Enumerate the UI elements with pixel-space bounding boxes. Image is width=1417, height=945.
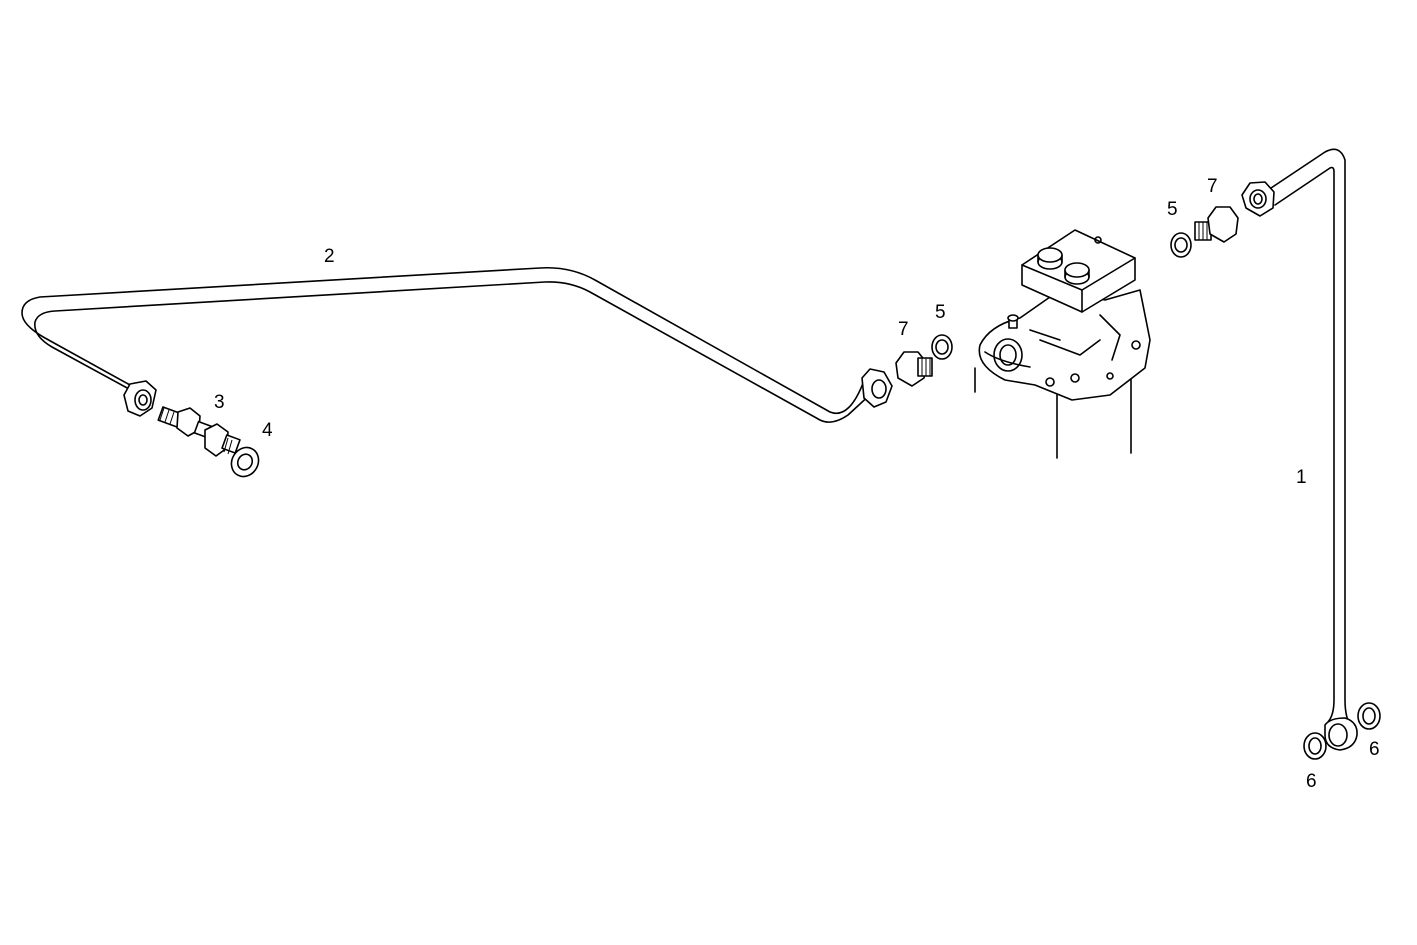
pipe-2-right-nut — [861, 368, 893, 408]
callout-washer-4: 4 — [262, 420, 273, 441]
callout-fitting-3: 3 — [214, 392, 225, 413]
fitting-3 — [157, 406, 241, 457]
washer-4 — [230, 446, 260, 478]
pipe-2 — [21, 266, 893, 423]
union-7-left — [895, 351, 933, 387]
callout-washer-6-left: 6 — [1306, 771, 1317, 792]
washer-5-left — [931, 334, 953, 360]
callout-union-7-right: 7 — [1207, 176, 1218, 197]
washer-5-right — [1170, 232, 1192, 258]
callout-washer-5-left: 5 — [935, 302, 946, 323]
callout-washer-5-right: 5 — [1167, 199, 1178, 220]
callout-pipe-2: 2 — [324, 246, 335, 267]
washer-6-left — [1303, 732, 1327, 760]
callout-union-7-left: 7 — [898, 319, 909, 340]
callout-pipe-1: 1 — [1296, 467, 1307, 488]
pipe-2-left-nut — [123, 380, 157, 417]
filter-head — [974, 229, 1151, 459]
washer-6-right — [1357, 702, 1381, 730]
pipe-1 — [1241, 148, 1358, 751]
pipe-1-nut — [1241, 181, 1275, 217]
callout-washer-6-right: 6 — [1369, 739, 1380, 760]
pipe-1-banjo-eye — [1324, 717, 1358, 751]
union-7-right — [1194, 206, 1239, 243]
